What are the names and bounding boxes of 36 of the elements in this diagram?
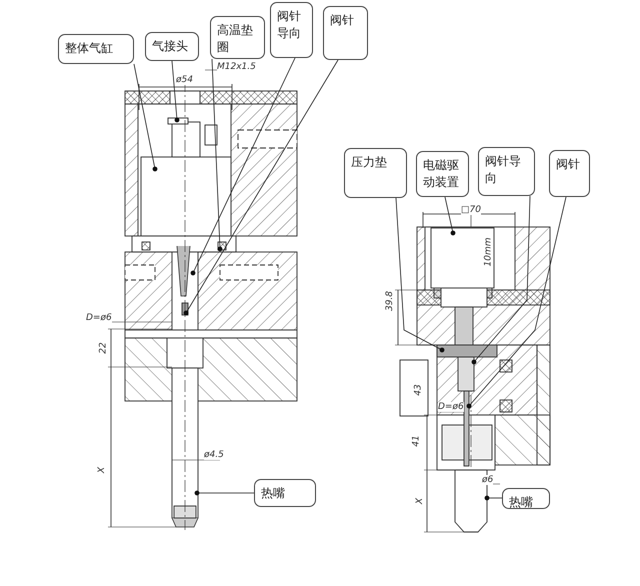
callout-box: 阀针 — [323, 6, 368, 60]
callout-box: 阀针 — [549, 150, 590, 197]
callout-box: 整体气缸 — [58, 34, 134, 64]
callout-box: 电磁驱动装置 — [416, 151, 469, 197]
dimension-label: ø54 — [176, 75, 193, 85]
leader-line — [472, 196, 530, 364]
leader-line — [190, 58, 296, 276]
leader-line — [134, 64, 158, 172]
callout-box: 阀针导向 — [270, 2, 313, 58]
dimension-label: □70 — [461, 205, 481, 215]
leader-line — [484, 496, 502, 500]
leader-line — [172, 60, 180, 122]
callout-box: 热嘴 — [254, 479, 316, 507]
callout-box: 阀针导向 — [478, 147, 535, 196]
dimension-label: 39.8 — [385, 290, 396, 312]
callout-box: 热嘴 — [502, 488, 550, 509]
callout-box: 压力垫 — [344, 148, 407, 198]
leader-line — [396, 198, 444, 352]
needle-guide — [458, 356, 474, 392]
dimension-label: M12x1.5 — [217, 62, 256, 72]
leader-line — [466, 196, 566, 408]
valve-needle — [464, 390, 470, 466]
leader-line — [212, 58, 222, 252]
dimension-label: 10mm — [484, 238, 494, 266]
dimension-label: 43 — [414, 384, 424, 396]
dimension-label: ø6 — [482, 475, 494, 485]
dimension-label: D=ø6 — [86, 313, 112, 323]
dimension-label: D=ø6 — [438, 402, 464, 412]
leader-line — [444, 196, 456, 236]
callout-box: 高温垫圈 — [210, 16, 265, 59]
leader-line — [194, 490, 254, 496]
solenoid-body — [430, 228, 494, 288]
dimension-label: ø4.5 — [204, 450, 224, 460]
callout-box: 气接头 — [145, 32, 199, 61]
pressure-pad — [436, 344, 498, 358]
leader-line — [184, 60, 338, 316]
